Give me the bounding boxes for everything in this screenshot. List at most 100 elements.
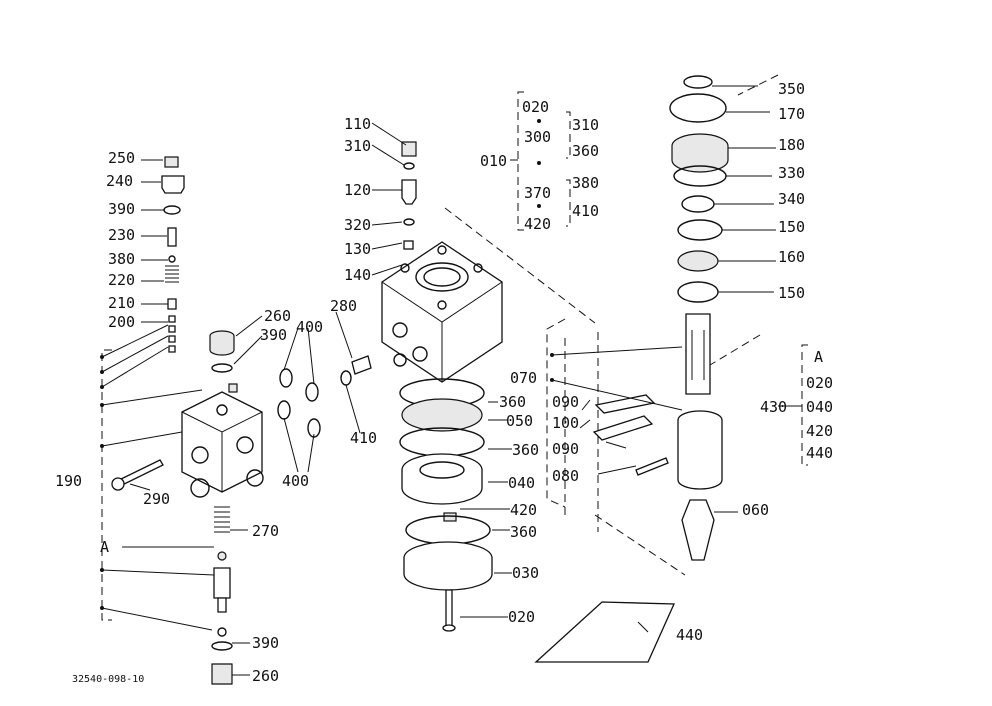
label-260a: 260: [264, 307, 291, 325]
label-290: 290: [143, 490, 170, 508]
label-360c: 360: [510, 523, 537, 541]
part-400-oring-3: [277, 400, 291, 420]
part-150-washer-2: [677, 281, 719, 303]
label-150a: 150: [778, 218, 805, 236]
label-440a: 440: [676, 626, 703, 644]
label-300: 300: [524, 128, 551, 146]
label-150b: 150: [778, 284, 805, 302]
valve-port-2: [190, 478, 210, 498]
spool-slots: [691, 330, 705, 380]
label-100: 100: [552, 414, 579, 432]
leader-lines-right: [712, 85, 776, 513]
part-140-housing: [381, 241, 503, 383]
part-200-stack: [168, 315, 176, 353]
part-320-ring: [403, 218, 415, 226]
part-170-snapring: [669, 93, 727, 123]
valve-port-top: [216, 404, 228, 416]
label-090a: 090: [552, 393, 579, 411]
label-430: 430: [760, 398, 787, 416]
label-040: 040: [508, 474, 535, 492]
label-370: 370: [524, 184, 551, 202]
part-110-plug: [401, 141, 417, 157]
label-140: 140: [344, 266, 371, 284]
label-160: 160: [778, 248, 805, 266]
label-090b: 090: [552, 440, 579, 458]
part-340-ring: [681, 195, 715, 213]
leader-lines-misc: [122, 311, 361, 676]
label-410b: 410: [572, 202, 599, 220]
label-340: 340: [778, 190, 805, 208]
part-030-endcap: [403, 541, 493, 591]
part-310-ring: [403, 162, 415, 170]
part-060-drive: [681, 499, 715, 561]
label-020a: 020: [508, 608, 535, 626]
label-360b: 360: [512, 441, 539, 459]
gerotor-star: [419, 461, 465, 479]
part-020-bolt: [445, 589, 453, 627]
part-350-ring: [683, 75, 713, 89]
bracket-190: [101, 349, 112, 621]
part-220-spring: [165, 265, 179, 283]
part-420-spacer: [443, 512, 457, 522]
label-320: 320: [344, 216, 371, 234]
part-400-oring-2: [305, 382, 319, 402]
part-260-plug-top: [209, 330, 235, 356]
label-020c: 020: [806, 374, 833, 392]
valve-port-4: [246, 469, 264, 487]
label-270: 270: [252, 522, 279, 540]
leader-lines-left: [141, 159, 168, 323]
label-080: 080: [552, 467, 579, 485]
part-050-plate: [401, 398, 483, 432]
part-360-seal-2: [399, 427, 485, 457]
label-390b: 390: [260, 326, 287, 344]
valve-block-assembly: [100, 156, 372, 685]
label-420b: 420: [524, 215, 551, 233]
part-090-spring-2: [592, 415, 654, 441]
valve-port-1: [191, 446, 209, 464]
part-small-nut: [228, 383, 238, 393]
part-a-ball: [217, 551, 227, 561]
label-020b: 020: [522, 98, 549, 116]
valve-plunger-stem: [217, 597, 227, 613]
part-240-cap: [161, 175, 185, 194]
part-390-oring-top: [211, 363, 233, 373]
column-assembly: [534, 75, 808, 663]
label-330: 330: [778, 164, 805, 182]
label-380a: 380: [108, 250, 135, 268]
part-number-labels: 250 240 390 230 380 220 210 200 190 260 …: [55, 80, 833, 685]
part-260-plug-bottom: [211, 663, 233, 685]
label-040b: 040: [806, 398, 833, 416]
label-180: 180: [778, 136, 805, 154]
label-410: 410: [350, 429, 377, 447]
part-120-valve: [401, 179, 417, 205]
part-400-oring-1: [279, 368, 293, 388]
part-380-ball: [168, 255, 176, 263]
label-110: 110: [344, 115, 371, 133]
label-420a: 420: [510, 501, 537, 519]
label-350: 350: [778, 80, 805, 98]
leader-lines-lower-right: [551, 346, 683, 633]
leader-lines-housing: [371, 122, 407, 276]
leader-lines-centre: [460, 401, 512, 618]
part-250-plug: [164, 156, 179, 168]
label-400b: 400: [282, 472, 309, 490]
label-280: 280: [330, 297, 357, 315]
label-a-left: A: [100, 538, 109, 556]
part-410-ring: [340, 370, 352, 386]
part-080-pin: [635, 457, 669, 476]
housing-bore: [415, 262, 469, 292]
label-190: 190: [55, 472, 82, 490]
label-390a: 390: [108, 200, 135, 218]
part-390-oring: [163, 205, 181, 215]
housing-bore-inner: [423, 267, 461, 287]
label-240: 240: [106, 172, 133, 190]
label-030: 030: [512, 564, 539, 582]
label-170: 170: [778, 105, 805, 123]
part-440-sheet: [534, 601, 675, 663]
drawing-number: 32540-098-10: [72, 674, 144, 685]
label-310b: 310: [572, 116, 599, 134]
part-390-oring-bottom: [211, 641, 233, 651]
valve-plunger: [213, 567, 231, 599]
valve-port-3: [236, 436, 254, 454]
